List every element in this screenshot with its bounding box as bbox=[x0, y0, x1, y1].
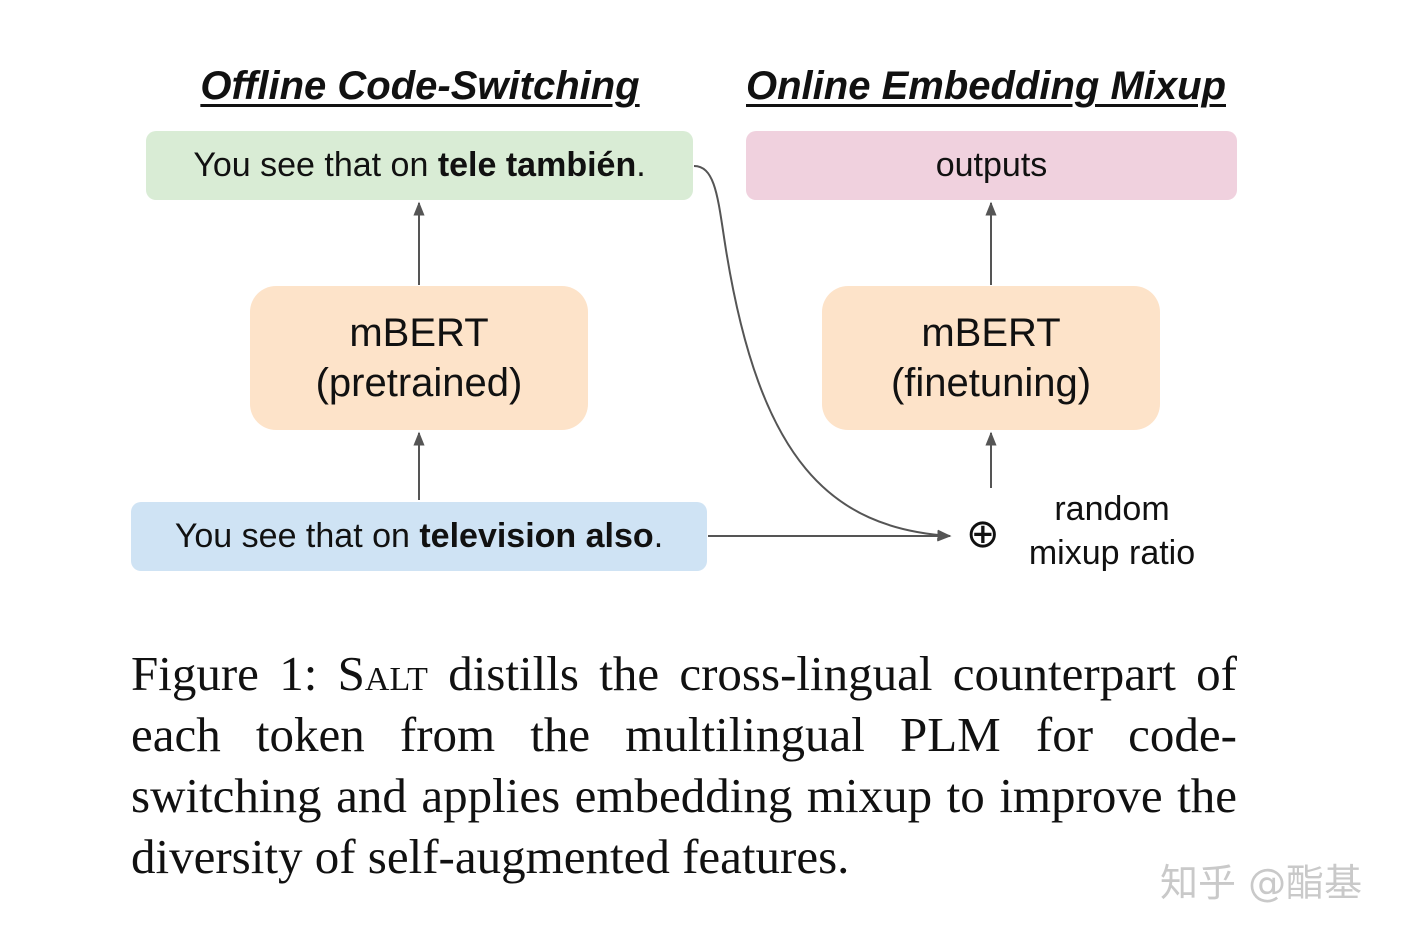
mbert-finetuning-state: (finetuning) bbox=[890, 361, 1092, 405]
caption-salt: Salt bbox=[337, 646, 428, 701]
source-prefix: You see that on bbox=[174, 517, 420, 555]
mbert-pretrained-name: mBERT bbox=[349, 311, 489, 355]
code-switched-prefix: You see that on bbox=[193, 146, 438, 184]
offline-code-switching-heading: Offline Code-Switching bbox=[200, 64, 640, 108]
mbert-pretrained-box: mBERT (pretrained) bbox=[250, 286, 588, 430]
mbert-finetuning-name: mBERT bbox=[921, 311, 1061, 355]
caption-prefix: Figure 1: bbox=[131, 646, 338, 701]
outputs-box: outputs bbox=[746, 131, 1237, 200]
mixup-label-line1: random bbox=[1054, 490, 1170, 528]
mixup-label-line2: mixup ratio bbox=[1028, 534, 1196, 572]
source-sentence-box: You see that on television also. bbox=[131, 502, 707, 571]
source-suffix: . bbox=[653, 517, 664, 555]
online-embedding-mixup-heading: Online Embedding Mixup bbox=[746, 64, 1226, 108]
watermark: 知乎 @酯基 bbox=[1160, 861, 1363, 905]
mbert-pretrained-state: (pretrained) bbox=[315, 361, 523, 405]
source-bold-words: television also bbox=[419, 517, 654, 555]
mixup-plus-symbol: ⊕ bbox=[966, 511, 1000, 557]
code-switched-sentence-box: You see that on tele también. bbox=[146, 131, 693, 200]
curve-codeswitched-to-mixup bbox=[693, 165, 952, 541]
code-switched-suffix: . bbox=[636, 146, 646, 184]
random-mixup-ratio-label: random mixup ratio bbox=[1012, 487, 1212, 575]
mbert-finetuning-box: mBERT (finetuning) bbox=[822, 286, 1160, 430]
figure-caption: Figure 1: Salt distills the cross-lingua… bbox=[131, 643, 1237, 887]
code-switched-bold-words: tele también bbox=[437, 146, 637, 184]
outputs-label: outputs bbox=[935, 146, 1048, 184]
caption-body: distills the cross-lingual counterpart o… bbox=[131, 646, 1238, 884]
